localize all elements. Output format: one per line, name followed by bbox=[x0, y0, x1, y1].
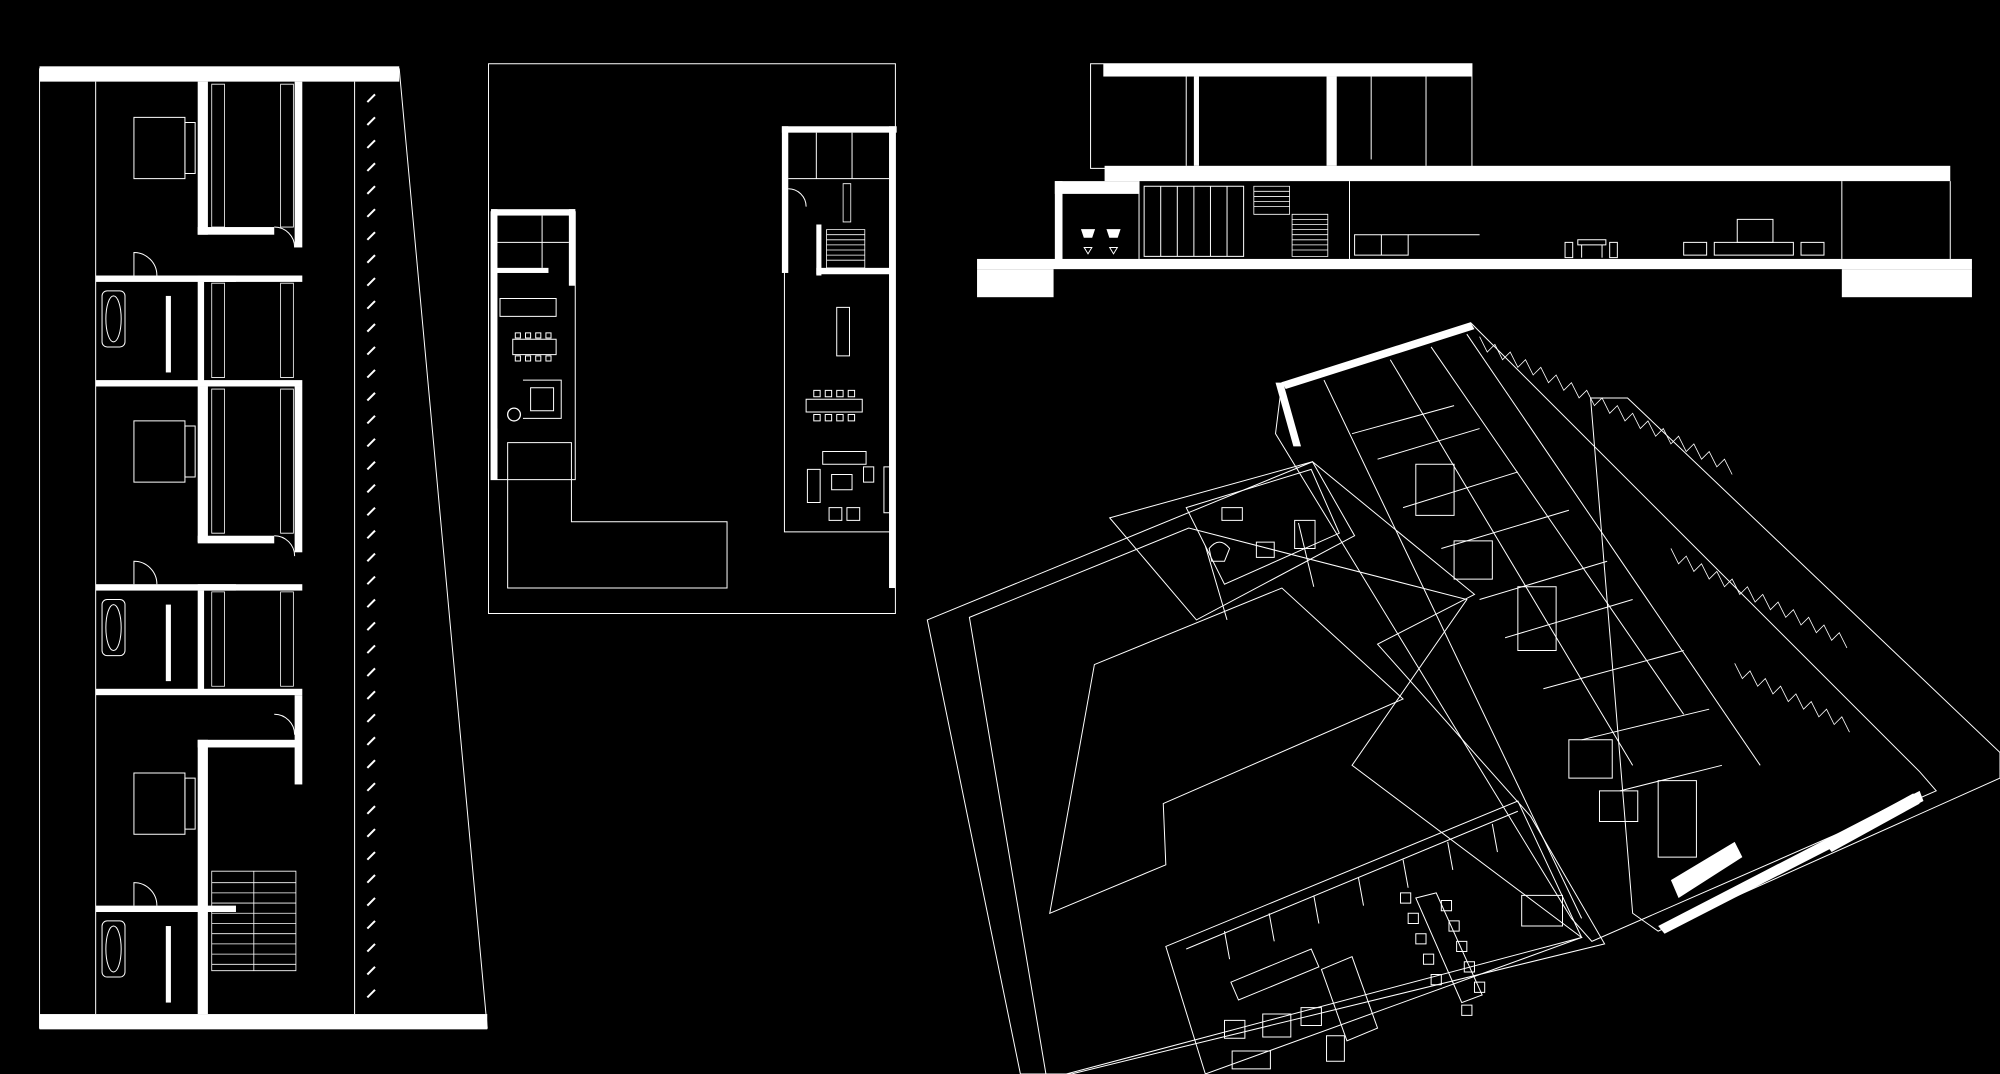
staircase bbox=[827, 184, 865, 268]
closet-panels bbox=[1144, 186, 1243, 256]
bathtub-icon bbox=[102, 291, 125, 347]
inner-site-plane bbox=[969, 528, 1581, 1074]
dining-table-icon bbox=[513, 333, 556, 361]
living-wing bbox=[1166, 801, 1582, 1074]
bed-icon bbox=[134, 421, 195, 482]
building-section bbox=[977, 64, 1972, 298]
long-wing-base bbox=[1591, 398, 2000, 931]
door-swing-icon bbox=[134, 227, 295, 906]
axo-dining-table-icon bbox=[1401, 893, 1485, 1015]
dining-set-icon bbox=[1565, 240, 1617, 258]
wardrobe-strips bbox=[212, 84, 294, 686]
door-swing-icon bbox=[788, 189, 806, 207]
upper-floor-plan bbox=[39, 66, 488, 1030]
long-wing-roof bbox=[1276, 323, 1937, 942]
staircase bbox=[212, 871, 296, 970]
tv-console-icon bbox=[1684, 219, 1824, 255]
bathtub-icon bbox=[102, 921, 125, 977]
upper-plan-walls bbox=[95, 81, 303, 1015]
long-wing-edge bbox=[1275, 322, 1924, 934]
bottom-slab bbox=[39, 1014, 488, 1030]
wing-partitions bbox=[1324, 334, 1760, 918]
l-shaped-court bbox=[508, 443, 727, 588]
kitchen-island bbox=[837, 307, 850, 355]
wing-sawtooth bbox=[1480, 337, 1850, 732]
bathtub-icon bbox=[102, 600, 125, 656]
staircase bbox=[1254, 186, 1328, 256]
sofa-icon bbox=[507, 380, 562, 422]
corridor-dash-marks bbox=[367, 94, 375, 997]
living-furniture bbox=[807, 452, 891, 521]
bed-icon bbox=[134, 773, 195, 834]
small-pavilion bbox=[1110, 462, 1355, 620]
ground-floor-plan bbox=[489, 64, 897, 614]
top-slab bbox=[39, 66, 400, 82]
bathroom-fixtures bbox=[1082, 230, 1120, 254]
axonometric-view bbox=[927, 323, 2000, 1074]
site-plane bbox=[927, 462, 1604, 1074]
axo-sofa-icon bbox=[1224, 895, 1562, 1068]
dining-table-icon bbox=[806, 390, 862, 421]
l-shaped-court bbox=[1050, 588, 1403, 913]
bed-icon bbox=[134, 117, 195, 178]
